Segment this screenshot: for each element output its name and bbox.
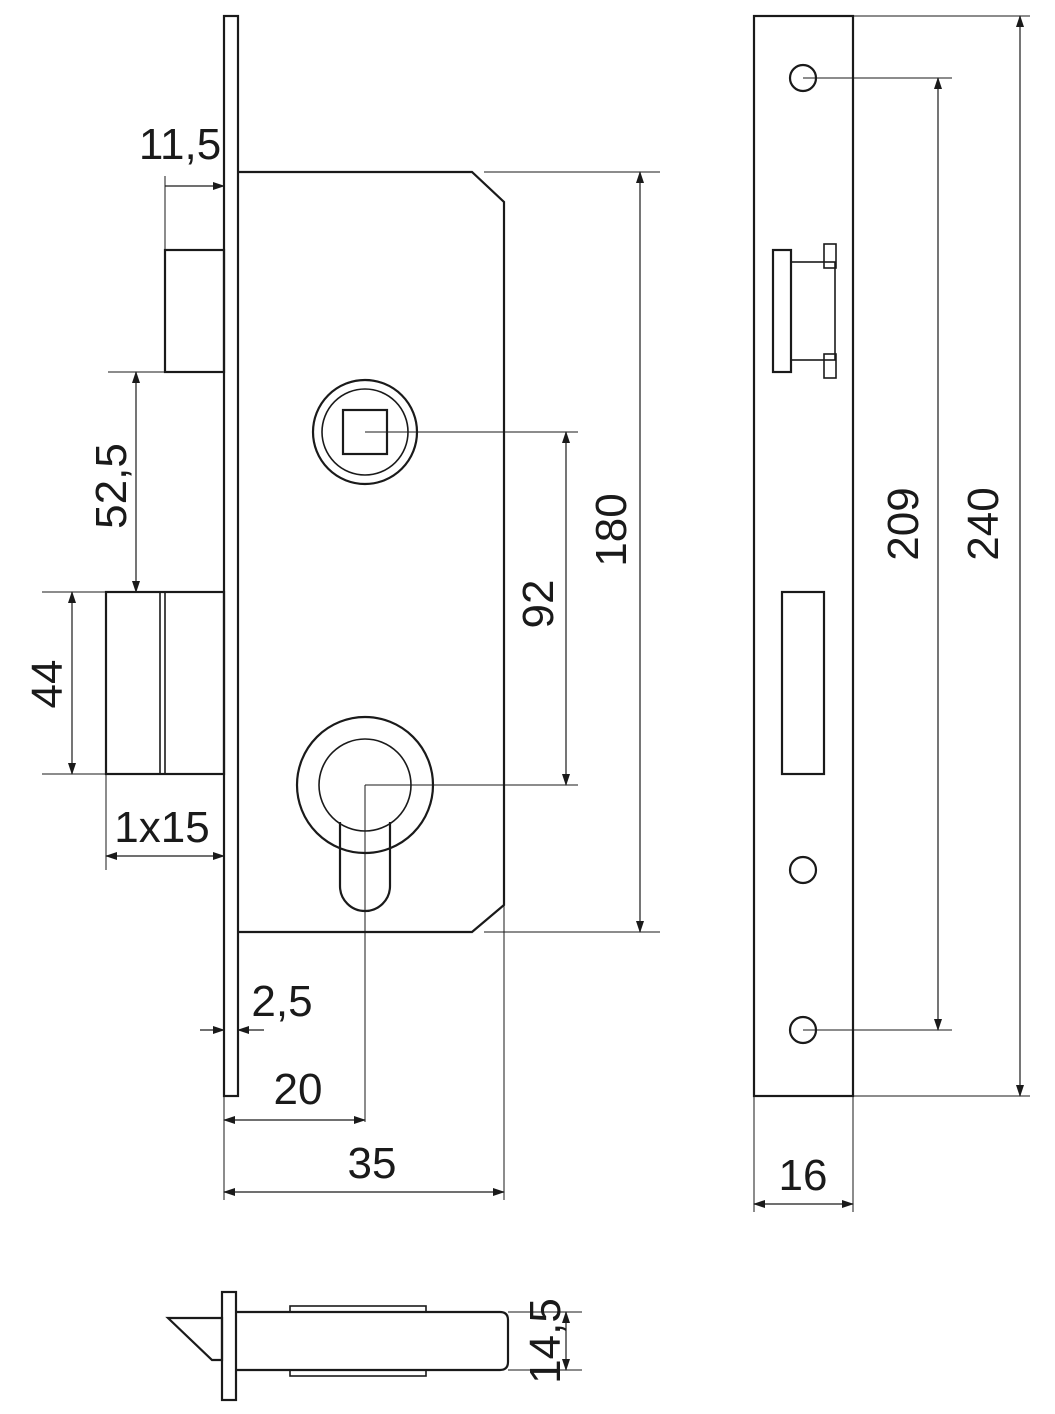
label-faceplate-length: 240 [959,487,1008,560]
label-faceplate-thickness: 2,5 [251,977,312,1026]
label-latch-width: 14,5 [521,1298,570,1384]
dimension-labels: 11,5 52,5 44 1x15 2,5 20 35 92 180 209 2… [23,120,1008,1384]
latch-nose [790,261,836,361]
label-centre-distance: 92 [514,580,563,629]
front-view [42,14,660,1200]
label-screw-spacing: 209 [879,487,928,560]
label-faceplate-offset: 11,5 [139,120,221,169]
top-case [236,1310,510,1372]
label-bolt-throw: 1x15 [114,803,209,852]
top-view [165,1290,582,1402]
bolt-opening [780,590,826,776]
latch-opening [771,248,793,374]
label-case-height: 180 [587,493,636,566]
top-rail-lower [289,1369,427,1377]
latch-bolt [163,248,226,374]
label-faceplate-width: 16 [779,1151,828,1200]
label-bolt-height: 44 [23,660,72,709]
faceplate-side [222,14,240,1098]
label-latch-spacing: 52,5 [87,443,136,529]
label-case-depth: 35 [348,1139,397,1188]
latch-tab-top [823,243,837,269]
top-rail-upper [289,1305,427,1313]
faceplate-front [752,14,855,1098]
latch-head [165,1316,224,1362]
label-backset: 20 [274,1065,323,1114]
screw-hole-middle [788,855,818,885]
faceplate-view [752,14,1030,1212]
latch-tab-bottom [823,353,837,379]
lock-case [238,170,506,934]
top-faceplate [220,1290,238,1402]
